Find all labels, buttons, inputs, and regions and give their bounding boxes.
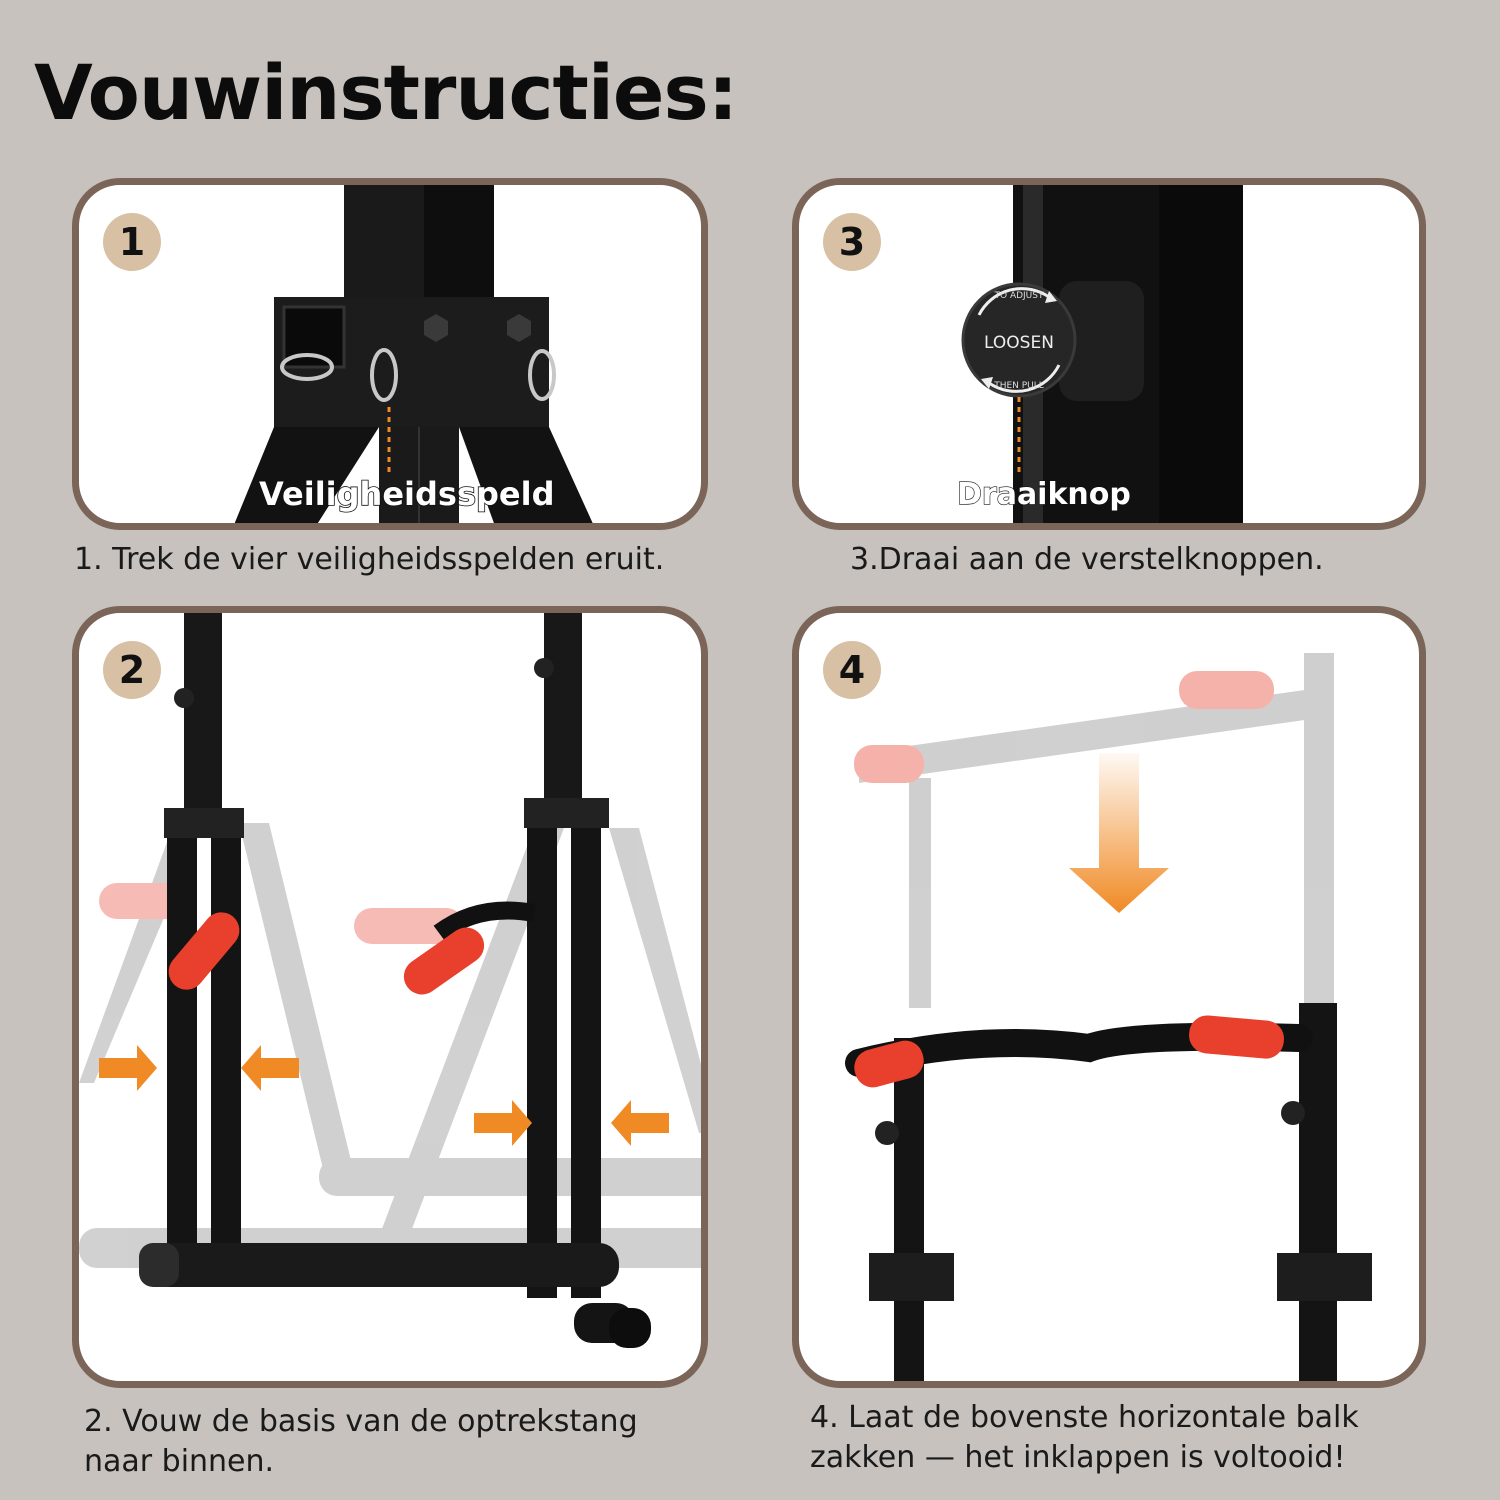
step-3-caption: 3.Draai aan de verstelknoppen. (850, 542, 1324, 577)
page-title: Vouwinstructies: (34, 48, 738, 137)
step-1-badge: 1 (103, 213, 161, 271)
fold-base-illustration (79, 613, 701, 1348)
step-4-panel: 4 (792, 606, 1426, 1388)
adjust-knob-label: Draaiknop (956, 476, 1131, 512)
adjust-knob-illustration: TO ADJUST LOOSEN THEN PULL (961, 185, 1243, 523)
safety-pin-label: Veiligheidsspeld (258, 474, 555, 514)
step-1-caption: 1. Trek de vier veiligheidsspelden eruit… (74, 542, 665, 577)
knob-text-center: LOOSEN (984, 333, 1054, 353)
step-2-badge: 2 (103, 641, 161, 699)
step-4-badge: 4 (823, 641, 881, 699)
knob-text-top: TO ADJUST (994, 291, 1044, 301)
knob-text-bottom: THEN PULL (993, 381, 1044, 391)
step-1-panel: 1 Veiligheidsspeld (72, 178, 708, 530)
step-4-caption: 4. Laat de bovenste horizontale balk zak… (810, 1400, 1359, 1475)
lower-top-bar-illustration (845, 653, 1372, 1381)
step-3-panel: TO ADJUST LOOSEN THEN PULL 3 Draaiknop (792, 178, 1426, 530)
step-2-panel: 2 (72, 606, 708, 1388)
step-2-caption: 2. Vouw de basis van de optrekstang naar… (84, 1404, 638, 1479)
safety-pin-illustration (234, 185, 593, 523)
step-3-badge: 3 (823, 213, 881, 271)
